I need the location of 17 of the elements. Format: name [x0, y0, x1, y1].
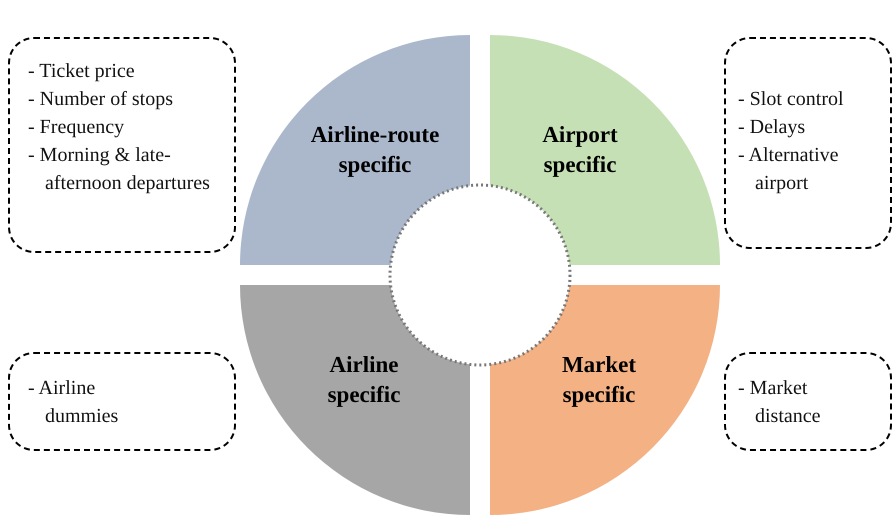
dashed-note-box [724, 37, 892, 249]
list-item: - Morning & late-afternoon departures [28, 143, 211, 196]
list-item: - Airline dummies [28, 376, 120, 429]
segment-label: Airline-route specific [310, 121, 440, 179]
list-item: - Market distance [738, 376, 822, 429]
dashed-note-box [8, 352, 236, 451]
list-item: - Ticket price [28, 59, 136, 84]
list-item: - Alternative airport [738, 143, 840, 196]
segment-label: Airline specific [328, 351, 400, 409]
dashed-note-box [724, 352, 892, 451]
dashed-note-box [8, 37, 236, 253]
list-item: - Number of stops [28, 87, 174, 112]
list-item: - Delays [738, 115, 806, 140]
list-item: - Slot control [738, 87, 845, 112]
list-item: - Frequency [28, 115, 126, 140]
segment-label: Airport specific [542, 121, 618, 179]
segment-label: Market specific [562, 351, 636, 409]
